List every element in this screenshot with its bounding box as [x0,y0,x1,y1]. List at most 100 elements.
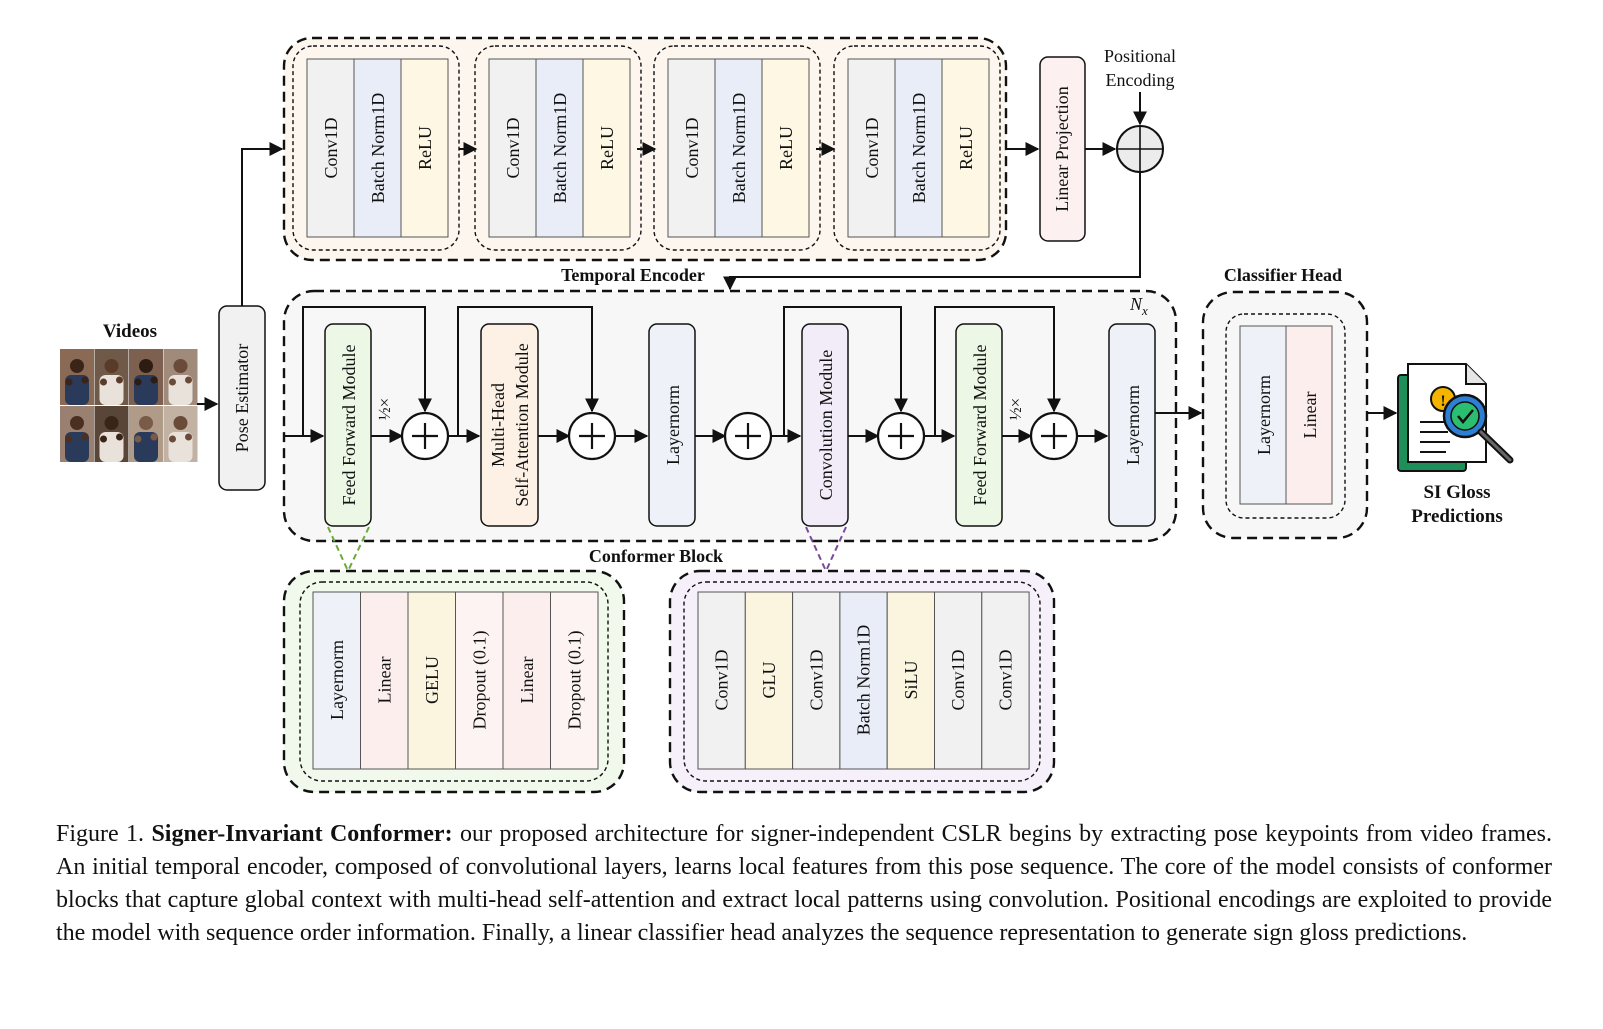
detail-cell-label: Batch Norm1D [854,625,874,735]
sum-icon [1116,125,1164,173]
te-cell-label: Batch Norm1D [368,93,388,203]
temporal-encoder-title: Temporal Encoder [561,265,705,285]
layernorm-1-label: Layernorm [663,385,683,465]
te-cell-label: ReLU [776,126,796,170]
detail-cell-label: Layernorm [327,640,347,720]
ffm1-module: Feed Forward Module [324,323,372,527]
te-cell-label: ReLU [597,126,617,170]
detail-cell-conv1d [792,591,841,770]
detail-cell-label: Dropout (0.1) [469,631,490,730]
detail-cell-conv1d [981,591,1030,770]
detail-cell-label: Conv1D [806,649,826,710]
detail-cell-conv1d [934,591,983,770]
temporal-encoder: Conv1D Batch Norm1D ReLU Conv1D Batch Norm1D… [282,36,1008,285]
conformer-repeat-label: Nx [1129,294,1148,318]
detail-cell-linear [502,591,551,770]
video-frame [163,406,198,462]
connectors [197,142,1398,443]
pose-estimator-block: Pose Estimator [218,305,266,491]
positional-encoding-label-1: Positional [1104,46,1176,66]
report-check-icon: ! [1397,363,1514,472]
caption-text: our proposed architecture for signer-ind… [56,821,1552,946]
video-frame [129,349,163,405]
te-cell-label: ReLU [415,126,435,170]
detail-cell-conv1d [697,591,746,770]
output-label-2: Predictions [1411,506,1502,527]
linear-projection-label: Linear Projection [1052,86,1072,211]
half-scale-1: ½× [375,398,394,420]
detail-cell-glu [744,591,794,770]
te-cell-relu [582,58,631,238]
video-grid-icon [60,349,198,462]
conformer-title: Conformer Block [589,546,723,566]
sum-icon [1029,411,1079,461]
linear-projection-block: Linear Projection [1039,56,1086,242]
sum-icon [876,411,926,461]
caption-prefix: Figure 1. [56,821,152,847]
ffm2-module: Feed Forward Module [955,323,1003,527]
detail-cell-label: Conv1D [995,649,1015,710]
te-cell-relu [941,58,990,238]
svg-text:!: ! [1440,393,1445,410]
positional-encoding-label-2: Encoding [1106,70,1175,90]
te-cell-relu [761,58,810,238]
detail-cell-label: Dropout (0.1) [564,631,585,730]
videos-input: Videos [60,321,198,462]
te-cell-label: ReLU [956,126,976,170]
detail-cell-linear [360,591,409,770]
classifier-head: Classifier Head Layernorm Linear [1201,265,1369,540]
detail-cell-gelu [407,591,456,770]
video-frame [60,349,94,405]
classifier-title: Classifier Head [1224,265,1342,285]
video-frame [163,349,198,405]
video-frame [60,406,94,462]
video-frame [129,406,163,462]
te-block-1: Conv1D Batch Norm1D ReLU [292,45,460,251]
te-cell-batch-norm1d [535,58,584,238]
te-cell-batch-norm1d [353,58,402,238]
te-cell-label: Batch Norm1D [909,93,929,203]
half-scale-2: ½× [1006,398,1025,420]
video-frame [94,349,129,405]
classifier-linear-label: Linear [1300,392,1320,439]
sum-icon [567,411,617,461]
te-block-2: Conv1D Batch Norm1D ReLU [474,45,642,251]
detail-cell-label: GELU [422,656,442,704]
te-cell-label: Conv1D [503,117,523,178]
detail-cell-label: SiLU [901,660,921,699]
detail-cell-label: Linear [517,657,537,704]
layernorm-module-2: Layernorm [1108,323,1156,527]
detail-cell-silu [886,591,936,770]
conv-detail: Conv1D GLU Conv1D Batch Norm1D SiLU Conv1D Con… [668,526,1056,794]
te-cell-label: Batch Norm1D [550,93,570,203]
output-label-1: SI Gloss [1423,482,1490,503]
detail-cell-layernorm [312,591,361,770]
classifier-layernorm-label: Layernorm [1254,375,1274,455]
detail-cell-label: GLU [759,662,779,699]
mhsa-label-2: Self-Attention Module [512,343,532,506]
sum-icon [723,411,773,461]
detail-cell-label: Conv1D [948,649,968,710]
ffm-detail: Layernorm Linear GELU Dropout (0.1) Linear Dr… [282,526,626,794]
ffm2-label: Feed Forward Module [970,345,990,506]
detail-cell-dropout-0-1 [455,591,504,770]
te-cell-batch-norm1d [894,58,943,238]
te-cell-conv1d [306,58,355,238]
video-frame [94,406,129,462]
detail-cell-batch-norm1d [839,591,888,770]
pose-estimator-label: Pose Estimator [232,344,252,453]
detail-cell-label: Linear [374,657,394,704]
mhsa-label-1: Multi-Head [488,383,508,467]
te-cell-batch-norm1d [714,58,763,238]
convolution-module: Convolution Module [801,323,849,527]
te-cell-label: Conv1D [321,117,341,178]
videos-label: Videos [103,321,157,342]
caption-bold: Signer-Invariant Conformer: [151,821,453,847]
te-cell-label: Batch Norm1D [729,93,749,203]
positional-encoding-sum: Positional Encoding [1104,46,1176,173]
detail-cell-label: Conv1D [712,649,732,710]
mhsa-module: Multi-Head Self-Attention Module [480,323,539,527]
ffm1-label: Feed Forward Module [339,345,359,506]
